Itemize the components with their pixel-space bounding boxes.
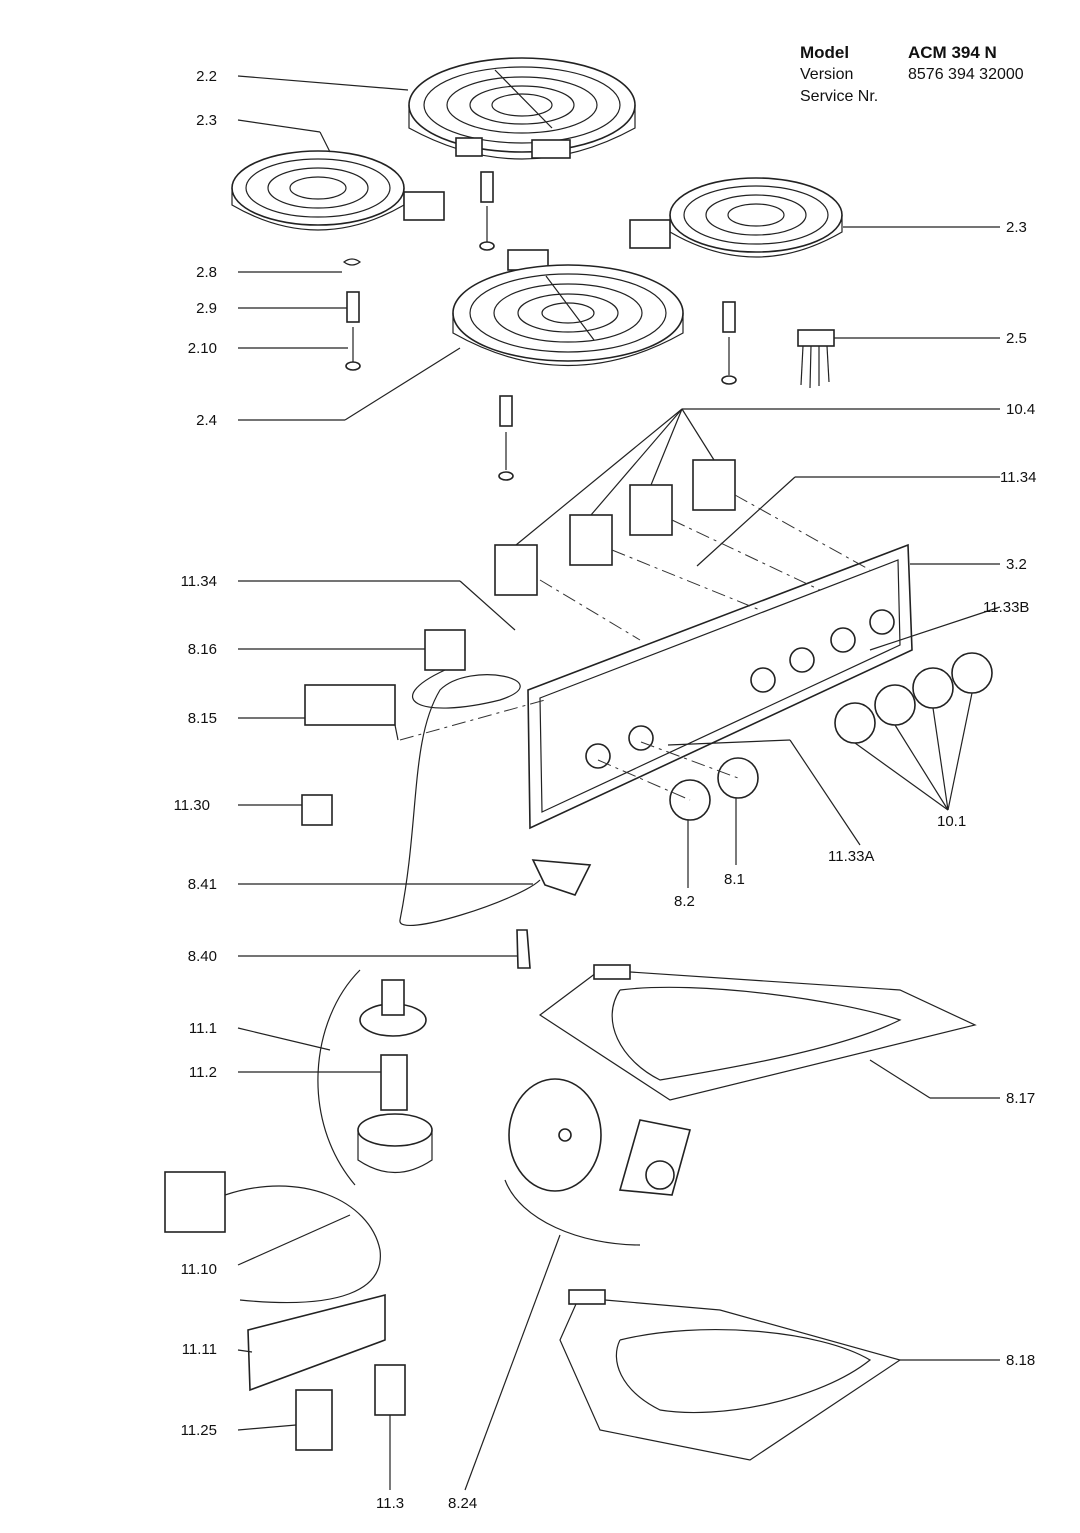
callout-2-2: 2.2 [196, 68, 217, 85]
callout-8-15: 8.15 [188, 710, 217, 727]
callout-2-3-right: 2.3 [1006, 219, 1027, 236]
small-brackets [301, 794, 592, 969]
callout-8-41: 8.41 [188, 876, 217, 893]
callout-2-4: 2.4 [196, 412, 217, 429]
callout-11-33a: 11.33A [828, 848, 874, 865]
callout-8-1: 8.1 [724, 871, 745, 888]
hotplate-large-top [408, 57, 636, 160]
callout-8-16: 8.16 [188, 641, 217, 658]
callout-11-34-left: 11.34 [181, 573, 217, 590]
model-info-block: Model ACM 394 N Version 8576 394 32000 S… [800, 43, 1060, 107]
version-value: 8576 394 32000 [908, 66, 1024, 83]
grill-element-top [538, 964, 977, 1101]
service-label: Service Nr. [800, 88, 879, 105]
leader-lines [237, 75, 1001, 1491]
terminal-connector [797, 329, 835, 389]
callout-11-10: 11.10 [181, 1261, 217, 1278]
callout-11-25: 11.25 [181, 1422, 217, 1439]
callout-11-3: 11.3 [376, 1495, 404, 1512]
callout-2-10: 2.10 [188, 340, 217, 357]
callout-10-1: 10.1 [937, 813, 966, 830]
callout-8-17: 8.17 [1006, 1090, 1035, 1107]
lamp-assembly [357, 979, 433, 1174]
hotplate-left [231, 150, 445, 231]
callout-2-5: 2.5 [1006, 330, 1027, 347]
assembly-guide-lines [399, 494, 871, 801]
callout-2-8: 2.8 [196, 264, 217, 281]
callout-8-40: 8.40 [188, 948, 217, 965]
energy-regulators [494, 459, 736, 596]
callout-2-9: 2.9 [196, 300, 217, 317]
callout-labels: 2.2 2.3 2.3 2.8 2.9 2.10 2.5 2.4 10.4 11… [174, 68, 1037, 1512]
control-panel [527, 543, 913, 830]
hotplate-right [629, 177, 843, 258]
callout-11-2: 11.2 [189, 1064, 217, 1081]
callout-2-3-left: 2.3 [196, 112, 217, 129]
callout-8-2: 8.2 [674, 893, 695, 910]
mains-cable [164, 1171, 381, 1304]
model-value: ACM 394 N [908, 43, 997, 62]
hotplate-front [452, 249, 684, 367]
grill-element-bottom [559, 1289, 902, 1461]
fan-motor [508, 1078, 692, 1196]
model-label: Model [800, 43, 850, 62]
callout-11-34-right: 11.34 [1000, 469, 1036, 486]
callout-11-33b: 11.33B [983, 599, 1029, 616]
spring-spacer-screw-set [342, 171, 737, 481]
rear-bracket-and-terminals [247, 1293, 406, 1451]
callout-8-18: 8.18 [1006, 1352, 1035, 1369]
callout-11-11: 11.11 [182, 1341, 217, 1358]
callout-10-4: 10.4 [1006, 401, 1035, 418]
thermostat-and-selector [304, 629, 541, 926]
callout-3-2: 3.2 [1006, 556, 1027, 573]
callout-11-30: 11.30 [174, 797, 210, 814]
callout-8-24: 8.24 [448, 1495, 477, 1512]
callout-11-1: 11.1 [189, 1020, 217, 1037]
version-label: Version [800, 66, 854, 83]
